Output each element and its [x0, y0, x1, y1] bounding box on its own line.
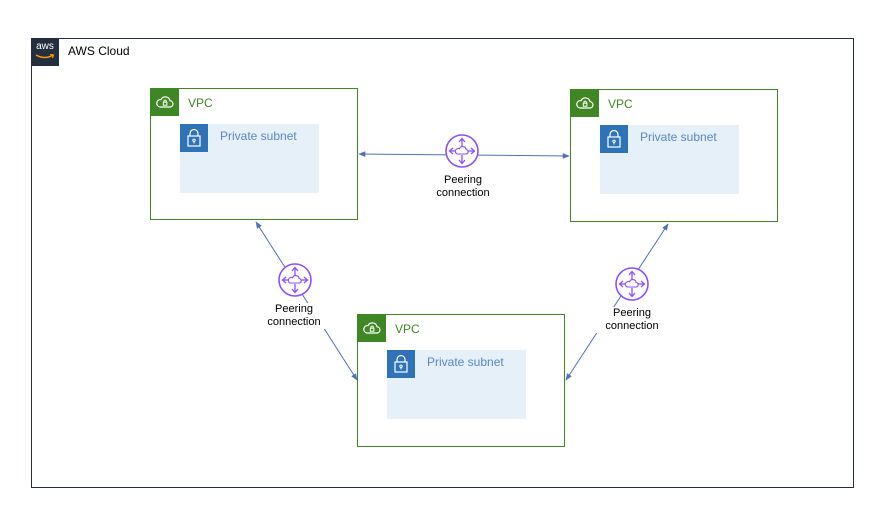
peering-label-line1: Peering: [444, 174, 482, 186]
vpc-bottom[interactable]: VPC Private subnet: [357, 314, 565, 447]
vpc-label: VPC: [395, 322, 420, 336]
aws-smile-icon: [35, 54, 55, 59]
peering-connection-label: Peering connection: [587, 307, 677, 333]
aws-logo-icon: aws: [31, 38, 59, 66]
connector-left: [255, 221, 358, 381]
vpc-cloud-lock-icon: [358, 315, 386, 342]
vpc-cloud-lock-icon: [571, 90, 599, 117]
aws-cloud-frame: [31, 38, 854, 488]
aws-logo-text: aws: [36, 41, 54, 52]
peering-label-line2: connection: [436, 187, 490, 199]
peering-router-icon: [445, 134, 479, 168]
padlock-icon: [180, 124, 208, 152]
peering-router-icon: [615, 267, 649, 301]
aws-cloud-label: AWS Cloud: [68, 44, 130, 58]
private-subnet[interactable]: Private subnet: [600, 125, 739, 194]
vpc-left[interactable]: VPC Private subnet: [150, 88, 358, 220]
peering-connection-label: Peering connection: [418, 174, 508, 200]
private-subnet-label: Private subnet: [427, 355, 504, 369]
vpc-label: VPC: [608, 97, 633, 111]
private-subnet[interactable]: Private subnet: [387, 350, 526, 419]
private-subnet-label: Private subnet: [640, 130, 717, 144]
vpc-cloud-lock-icon: [151, 89, 179, 116]
peering-router-icon: [278, 263, 312, 297]
peering-label-line1: Peering: [613, 307, 651, 319]
private-subnet[interactable]: Private subnet: [180, 124, 319, 193]
peering-label-line1: Peering: [275, 303, 313, 315]
padlock-icon: [600, 125, 628, 153]
vpc-label: VPC: [188, 96, 213, 110]
vpc-right[interactable]: VPC Private subnet: [570, 89, 778, 222]
private-subnet-label: Private subnet: [220, 129, 297, 143]
peering-connection-label: Peering connection: [249, 303, 339, 329]
connector-right: [565, 223, 669, 381]
peering-label-line2: connection: [605, 320, 659, 332]
padlock-icon: [387, 350, 415, 378]
peering-label-line2: connection: [267, 316, 321, 328]
